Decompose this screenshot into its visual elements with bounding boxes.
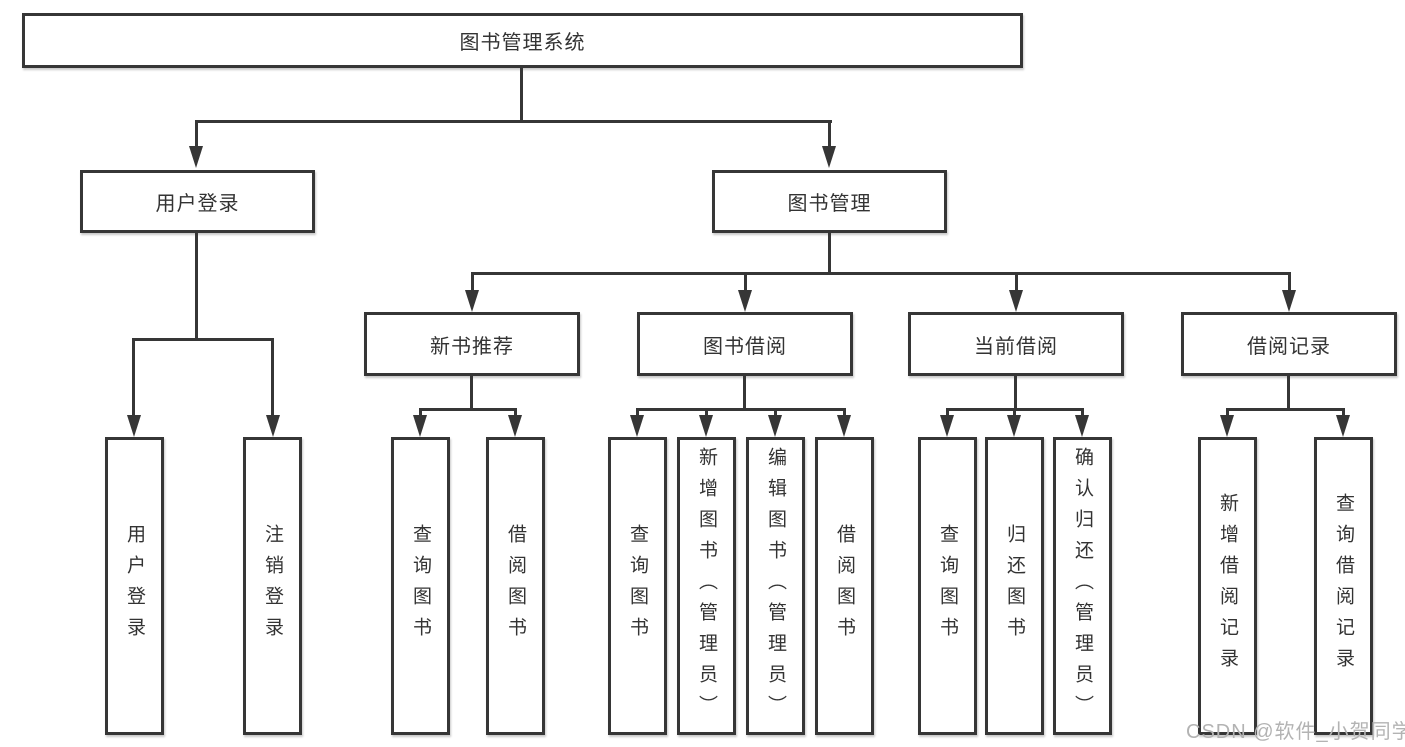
leaf-return-book: 归还图书 <box>985 437 1044 735</box>
connector-line <box>705 408 708 417</box>
leaf-user-login: 用户登录 <box>105 437 164 735</box>
csdn-watermark: CSDN @软件_小贺同学 <box>1186 721 1405 743</box>
arrowhead-down-icon <box>630 415 644 437</box>
node-label: 图书管理 <box>787 193 872 215</box>
connector-line <box>132 338 274 341</box>
connector-line <box>419 408 422 417</box>
connector-line <box>471 272 1290 275</box>
arrowhead-down-icon <box>508 415 522 437</box>
leaf-logout: 注销登录 <box>243 437 302 735</box>
leaf-add-book-admin: 新增图书（管理员） <box>677 437 736 735</box>
connector-line <box>1287 376 1290 408</box>
node-current-borrowing: 当前借阅 <box>908 312 1124 376</box>
connector-line <box>195 233 198 338</box>
arrowhead-down-icon <box>822 146 836 168</box>
arrowhead-down-icon <box>837 415 851 437</box>
arrowhead-down-icon <box>1220 415 1234 437</box>
node-label: 图书管理系统 <box>459 32 586 54</box>
leaf-label: 借阅图书 <box>505 524 526 648</box>
leaf-borrow-books-borrowing: 借阅图书 <box>815 437 874 735</box>
arrowhead-down-icon <box>1075 415 1089 437</box>
node-book-management: 图书管理 <box>712 170 947 233</box>
connector-line <box>774 408 777 417</box>
leaf-confirm-return-admin: 确认归还（管理员） <box>1053 437 1112 735</box>
leaf-label: 借阅图书 <box>834 524 855 648</box>
connector-line <box>471 272 474 290</box>
arrowhead-down-icon <box>1007 415 1021 437</box>
connector-line <box>520 67 523 120</box>
leaf-query-books-borrowing: 查询图书 <box>608 437 667 735</box>
connector-line <box>514 408 517 417</box>
connector-line <box>1288 272 1291 290</box>
leaf-label: 归还图书 <box>1004 524 1025 648</box>
leaf-add-borrow-record: 新增借阅记录 <box>1198 437 1257 735</box>
connector-line <box>1014 376 1017 408</box>
arrowhead-down-icon <box>1282 290 1296 312</box>
leaf-label: 编辑图书（管理员） <box>765 446 786 726</box>
connector-line <box>1013 408 1016 417</box>
arrowhead-down-icon <box>413 415 427 437</box>
node-user-login: 用户登录 <box>80 170 315 233</box>
arrowhead-down-icon <box>465 290 479 312</box>
connector-line <box>946 408 949 417</box>
connector-line <box>828 233 831 272</box>
connector-line <box>1081 408 1084 417</box>
leaf-query-books-current: 查询图书 <box>918 437 977 735</box>
connector-line <box>1015 272 1018 290</box>
leaf-edit-book-admin: 编辑图书（管理员） <box>746 437 805 735</box>
leaf-label: 新增图书（管理员） <box>696 446 717 726</box>
connector-line <box>636 408 846 411</box>
arrowhead-down-icon <box>738 290 752 312</box>
connector-line <box>1342 408 1345 417</box>
node-label: 当前借阅 <box>974 335 1058 358</box>
arrowhead-down-icon <box>1336 415 1350 437</box>
connector-line <box>843 408 846 417</box>
leaf-label: 用户登录 <box>124 524 145 648</box>
connector-line <box>828 120 831 146</box>
connector-line <box>1226 408 1229 417</box>
arrowhead-down-icon <box>1009 290 1023 312</box>
node-borrowing-records: 借阅记录 <box>1181 312 1397 376</box>
connector-line <box>419 408 517 411</box>
connector-line <box>470 376 473 408</box>
leaf-label: 新增借阅记录 <box>1217 493 1238 679</box>
node-label: 新书推荐 <box>430 335 514 358</box>
leaf-label: 注销登录 <box>262 524 283 648</box>
arrowhead-down-icon <box>768 415 782 437</box>
leaf-query-borrow-record: 查询借阅记录 <box>1314 437 1373 735</box>
node-library-management-system: 图书管理系统 <box>22 13 1023 68</box>
node-label: 用户登录 <box>155 193 240 215</box>
leaf-label: 查询图书 <box>627 524 648 648</box>
connector-line <box>132 338 135 415</box>
arrowhead-down-icon <box>266 415 280 437</box>
connector-line <box>1226 408 1345 411</box>
arrowhead-down-icon <box>189 146 203 168</box>
connector-line <box>195 120 198 146</box>
node-book-borrowing: 图书借阅 <box>637 312 853 376</box>
arrowhead-down-icon <box>127 415 141 437</box>
leaf-label: 查询借阅记录 <box>1333 493 1354 679</box>
arrowhead-down-icon <box>699 415 713 437</box>
leaf-label: 查询图书 <box>937 524 958 648</box>
leaf-borrow-books-recommend: 借阅图书 <box>486 437 545 735</box>
connector-line <box>636 408 639 417</box>
leaf-label: 查询图书 <box>410 524 431 648</box>
node-label: 图书借阅 <box>703 335 787 358</box>
connector-line <box>271 338 274 415</box>
arrowhead-down-icon <box>940 415 954 437</box>
leaf-query-books-recommend: 查询图书 <box>391 437 450 735</box>
connector-line <box>743 376 746 408</box>
connector-line <box>195 120 832 123</box>
leaf-label: 确认归还（管理员） <box>1072 446 1093 726</box>
connector-line <box>744 272 747 290</box>
node-new-book-recommendation: 新书推荐 <box>364 312 580 376</box>
node-label: 借阅记录 <box>1247 335 1331 358</box>
